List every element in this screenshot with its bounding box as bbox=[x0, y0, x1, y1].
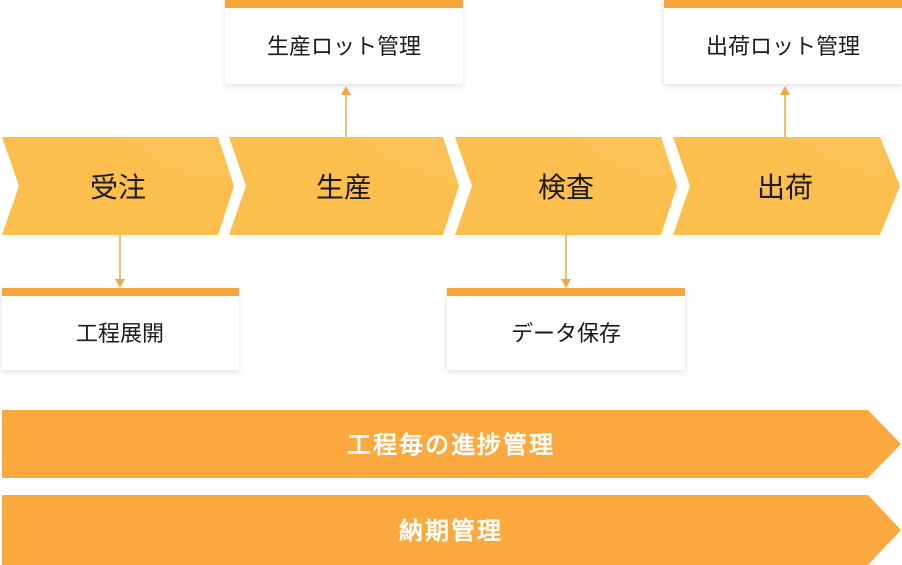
card-background bbox=[447, 288, 685, 370]
arrowhead-icon bbox=[115, 279, 125, 288]
step-label: 受注 bbox=[90, 171, 146, 204]
connector-order-to-process-expansion bbox=[115, 235, 125, 288]
top-card-production-lot: 生産ロット管理 bbox=[225, 0, 463, 84]
card-top-border bbox=[225, 0, 463, 8]
bar-shape bbox=[2, 495, 901, 565]
step-inspection: 検査 bbox=[455, 137, 677, 235]
arrowhead-icon bbox=[341, 86, 351, 95]
chevron-facet bbox=[570, 137, 677, 186]
connector-inspection-to-data-storage bbox=[561, 235, 571, 288]
step-shipping: 出荷 bbox=[673, 137, 900, 235]
card-top-border bbox=[447, 288, 685, 296]
card-top-border bbox=[664, 0, 902, 8]
top-card-shipping-lot: 出荷ロット管理 bbox=[664, 0, 902, 84]
chevron-facet bbox=[120, 137, 234, 186]
step-label: 検査 bbox=[538, 171, 594, 204]
card-background bbox=[664, 0, 902, 84]
arrowhead-icon bbox=[561, 279, 571, 288]
bar-label: 工程毎の進捗管理 bbox=[347, 431, 555, 459]
card-top-border bbox=[2, 288, 239, 296]
bar-progress-management: 工程毎の進捗管理 bbox=[2, 410, 901, 478]
bar-deadline-management: 納期管理 bbox=[2, 495, 901, 565]
connector-production-to-lot bbox=[341, 86, 351, 137]
bottom-card-process-expansion: 工程展開 bbox=[2, 288, 239, 370]
chevron-facet bbox=[350, 137, 459, 186]
step-production: 生産 bbox=[229, 137, 459, 235]
step-order: 受注 bbox=[2, 137, 234, 235]
card-label: データ保存 bbox=[511, 322, 621, 347]
card-background bbox=[225, 0, 463, 84]
arrowhead-icon bbox=[780, 86, 790, 95]
bar-shape bbox=[2, 410, 901, 478]
bottom-card-data-storage: データ保存 bbox=[447, 288, 685, 370]
step-label: 出荷 bbox=[757, 171, 813, 204]
card-label: 工程展開 bbox=[76, 322, 164, 347]
connector-shipping-to-lot bbox=[780, 86, 790, 137]
card-label: 生産ロット管理 bbox=[267, 35, 421, 60]
step-label: 生産 bbox=[316, 171, 372, 204]
bar-label: 納期管理 bbox=[399, 517, 503, 545]
chevron-facet bbox=[790, 137, 900, 186]
card-label: 出荷ロット管理 bbox=[706, 35, 860, 60]
card-background bbox=[2, 288, 239, 370]
